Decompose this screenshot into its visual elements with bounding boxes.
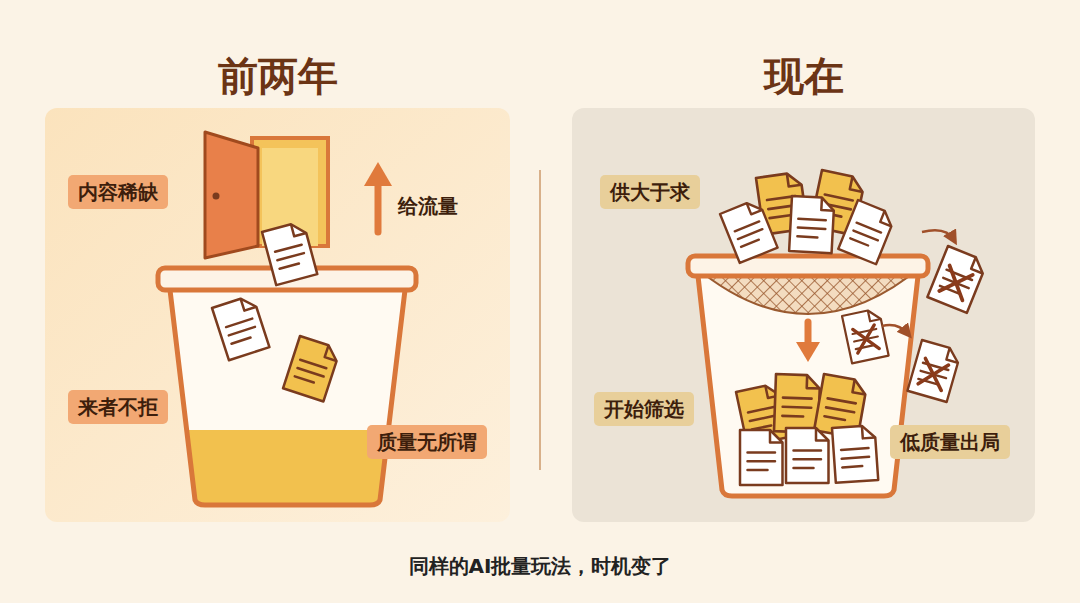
panel-ground <box>45 108 510 522</box>
label-tag: 低质量出局 <box>890 425 1010 459</box>
rejected-document <box>842 308 889 363</box>
tag-text: 来者不拒 <box>78 395 158 419</box>
document <box>740 430 783 485</box>
panel-ground <box>572 108 1035 522</box>
rejected-document <box>927 246 987 313</box>
label-tag: 开始筛选 <box>594 392 694 426</box>
document <box>832 425 878 483</box>
rejected-document <box>907 340 961 402</box>
tag-text: 质量无所谓 <box>377 430 477 454</box>
reject-arrow <box>882 325 908 334</box>
divider <box>539 170 541 470</box>
document <box>262 221 317 285</box>
document <box>720 199 778 263</box>
up-arrow <box>364 162 392 232</box>
panel: 现在供大于求开始筛选低质量出局 <box>572 108 1035 522</box>
tag-text: 内容稀缺 <box>78 180 158 204</box>
label-tag: 来者不拒 <box>68 390 168 424</box>
down-arrow <box>796 322 820 362</box>
tag-text: 供大于求 <box>610 180 690 204</box>
document <box>838 200 896 264</box>
document <box>774 374 820 433</box>
label-tag: 内容稀缺 <box>68 175 168 209</box>
document <box>283 336 340 401</box>
caption: 同样的AI批量玩法，时机变了 <box>0 552 1080 580</box>
open-bin <box>158 268 416 505</box>
panel-title: 前两年 <box>45 52 510 100</box>
label-tag: 质量无所谓 <box>367 425 487 459</box>
sieve-bin <box>688 256 928 496</box>
document <box>786 428 829 483</box>
panel-title: 现在 <box>572 52 1035 100</box>
document <box>212 295 269 360</box>
reject-arrow <box>922 230 954 240</box>
label-tag: 供大于求 <box>600 175 700 209</box>
tag-text: 低质量出局 <box>900 430 1000 454</box>
document <box>789 196 834 253</box>
panel: 前两年内容稀缺来者不拒质量无所谓 <box>45 108 510 522</box>
arrow-label: 给流量 <box>398 193 458 219</box>
tag-text: 开始筛选 <box>604 397 684 421</box>
